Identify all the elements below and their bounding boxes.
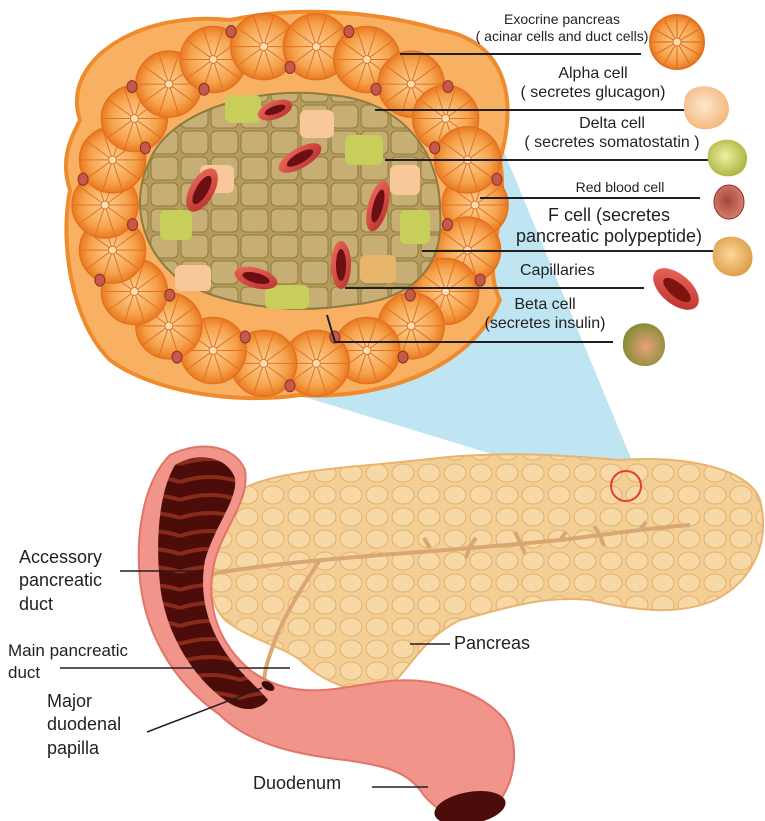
delta-cell [345, 135, 383, 165]
alpha-cell [175, 265, 211, 291]
beta-cell-icon [623, 323, 665, 366]
duodenum-label: Duodenum [253, 773, 341, 794]
alpha-cell-label: Alpha cell ( secretes glucagon) [498, 65, 688, 103]
capillary-icon [646, 260, 707, 318]
capillaries-label: Capillaries [520, 262, 620, 281]
red-blood-cell [95, 274, 105, 286]
pancreas-label: Pancreas [454, 633, 530, 654]
red-blood-cell [78, 173, 88, 185]
papilla-label-line1: Major [47, 690, 121, 713]
red-blood-cell [240, 331, 250, 343]
delta-cell [225, 95, 261, 123]
delta-cell [400, 210, 430, 244]
red-blood-cell-label: Red blood cell [540, 179, 700, 196]
red-blood-cell [492, 173, 502, 185]
delta-cell-label-line1: Delta cell [510, 115, 714, 134]
red-blood-cell [127, 81, 137, 93]
main-duct-label-line1: Main pancreatic [8, 640, 128, 662]
delta-cell [265, 285, 309, 309]
red-blood-cell [199, 83, 209, 95]
accessory-duct-label-line1: Accessory [19, 546, 102, 569]
islet-section [66, 12, 508, 398]
pancreas-organ [207, 454, 763, 690]
red-blood-cell [344, 26, 354, 38]
beta-cell-label-line1: Beta cell [475, 296, 615, 315]
red-blood-cell [128, 219, 138, 231]
red-blood-cell [172, 351, 182, 363]
red-blood-cell [140, 142, 150, 154]
beta-cell-label: Beta cell (secretes insulin) [475, 296, 615, 334]
f-cell-label: F cell (secretes pancreatic polypeptide) [500, 205, 718, 247]
exocrine-label-line2: ( acinar cells and duct cells) [444, 28, 680, 45]
accessory-duct-label: Accessory pancreatic duct [19, 546, 102, 616]
red-blood-cell [443, 81, 453, 93]
accessory-duct-label-line3: duct [19, 593, 102, 616]
papilla-label-line2: duodenal [47, 713, 121, 736]
main-duct-label-line2: duct [8, 662, 128, 684]
exocrine-label-line1: Exocrine pancreas [444, 11, 680, 28]
alpha-cell-label-line2: ( secretes glucagon) [498, 84, 688, 103]
red-blood-cell [430, 142, 440, 154]
red-blood-cell [475, 274, 485, 286]
red-blood-cell [165, 289, 175, 301]
f-cell [360, 255, 396, 283]
alpha-cell [390, 165, 420, 195]
red-blood-cell [371, 83, 381, 95]
alpha-cell-label-line1: Alpha cell [498, 65, 688, 84]
delta-cell-label-line2: ( secretes somatostatin ) [510, 134, 714, 153]
red-blood-cell [398, 351, 408, 363]
red-blood-cell [405, 289, 415, 301]
red-blood-cell [285, 61, 295, 73]
red-blood-cell [442, 219, 452, 231]
delta-cell-label: Delta cell ( secretes somatostatin ) [510, 115, 714, 153]
red-blood-cell-icon [714, 185, 744, 219]
beta-cell-label-line2: (secretes insulin) [475, 315, 615, 334]
accessory-duct-label-line2: pancreatic [19, 569, 102, 592]
f-cell-label-line2: pancreatic polypeptide) [500, 226, 718, 247]
papilla-label: Major duodenal papilla [47, 690, 121, 760]
delta-cell [160, 210, 192, 240]
f-cell-icon [713, 237, 753, 277]
f-cell-label-line1: F cell (secretes [500, 205, 718, 226]
main-duct-label: Main pancreatic duct [8, 640, 128, 684]
exocrine-label: Exocrine pancreas ( acinar cells and duc… [444, 11, 680, 44]
papilla-label-line3: papilla [47, 737, 121, 760]
alpha-cell [300, 110, 334, 138]
red-blood-cell [285, 380, 295, 392]
red-blood-cell [226, 26, 236, 38]
